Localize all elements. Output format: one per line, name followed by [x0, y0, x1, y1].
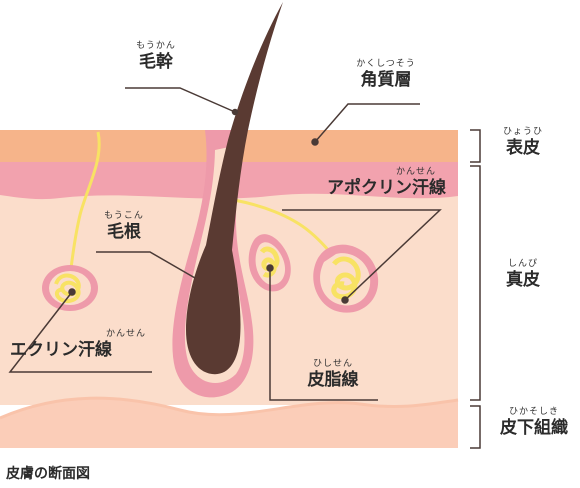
label-hair-shaft-ruby: もうかん	[136, 41, 176, 51]
subcutis-layer	[0, 398, 458, 448]
label-eccrine-gland: かんせん エクリン汗線	[10, 330, 160, 359]
layer-label-dermis: しんぴ 真皮	[500, 260, 546, 289]
label-hair-root-text: 毛根	[107, 222, 141, 242]
label-apocrine-gland-ruby: かんせん	[395, 167, 436, 177]
layer-label-subcutis: ひかそしき 皮下組織	[494, 408, 574, 437]
leader-stratum-corneum	[314, 103, 420, 143]
label-hair-root: もうこん 毛根	[96, 212, 152, 241]
bracket-dermis	[470, 165, 481, 401]
label-sebaceous-gland-ruby: ひしせん	[312, 359, 353, 369]
label-hair-shaft: もうかん 毛幹	[128, 42, 184, 71]
label-stratum-corneum-text: 角質層	[360, 70, 412, 90]
diagram-caption: 皮膚の断面図	[6, 466, 90, 482]
leader-eccrine	[8, 291, 152, 373]
sebaceous-lobules	[259, 246, 280, 278]
leader-dot-sebaceous	[266, 264, 274, 272]
leader-sebaceous	[269, 268, 378, 401]
leader-hair-shaft	[125, 87, 236, 113]
leader-dot-hair-shaft	[231, 108, 239, 116]
leader-lines	[8, 87, 481, 449]
layer-label-subcutis-ruby: ひかそしき	[508, 407, 559, 417]
hair-strand	[186, 2, 283, 375]
layer-label-epidermis-text: 表皮	[506, 138, 540, 158]
bracket-subcutis	[470, 405, 481, 449]
layer-label-subcutis-text: 皮下組織	[500, 418, 568, 438]
label-apocrine-gland: かんせん アポクリン汗線	[286, 168, 446, 197]
leader-apocrine	[282, 209, 442, 301]
layer-label-epidermis-ruby: ひょうひ	[502, 127, 543, 137]
leader-dot-apocrine	[341, 296, 349, 304]
label-eccrine-gland-text: エクリン汗線	[10, 340, 112, 360]
label-sebaceous-gland-text: 皮脂線	[307, 370, 359, 390]
label-hair-shaft-text: 毛幹	[139, 52, 173, 72]
label-sebaceous-gland: ひしせん 皮脂線	[298, 360, 368, 389]
layer-label-dermis-ruby: しんぴ	[507, 259, 538, 269]
leader-dot-stratum-corneum	[311, 138, 319, 146]
label-apocrine-gland-text: アポクリン汗線	[327, 178, 446, 198]
label-stratum-corneum: かくしつそう 角質層	[346, 60, 426, 89]
apocrine-coil	[331, 256, 361, 300]
layer-label-dermis-text: 真皮	[506, 270, 540, 290]
eccrine-coil	[54, 273, 81, 303]
layer-label-epidermis: ひょうひ 表皮	[500, 128, 546, 157]
subcutis-top-wave	[0, 396, 459, 420]
eccrine-duct	[68, 131, 101, 277]
leader-dot-eccrine	[68, 288, 76, 296]
label-hair-root-ruby: もうこん	[104, 211, 144, 221]
label-eccrine-gland-ruby: かんせん	[105, 329, 146, 339]
bracket-epidermis	[470, 129, 481, 163]
leader-hair-root	[96, 251, 196, 279]
label-stratum-corneum-ruby: かくしつそう	[356, 59, 416, 69]
